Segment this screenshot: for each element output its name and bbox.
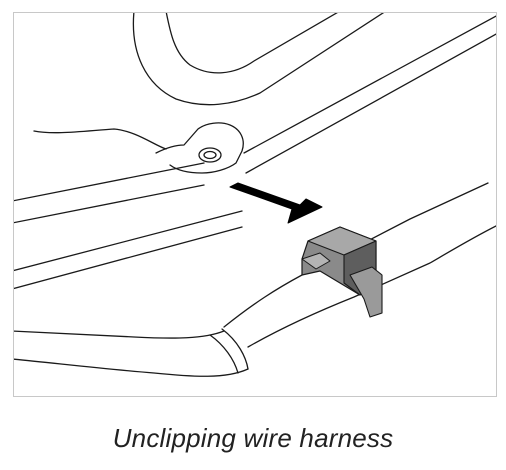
arrow-icon xyxy=(229,182,323,224)
figure-caption: Unclipping wire harness xyxy=(112,423,394,453)
illustration-frame xyxy=(13,12,497,397)
housing-outline xyxy=(33,13,385,150)
harness-connector xyxy=(301,226,383,318)
mounting-tab xyxy=(155,122,244,174)
lower-tube-frame xyxy=(14,182,496,377)
wire-harness-illustration xyxy=(14,13,496,377)
mounting-hole xyxy=(198,147,222,163)
frame-rails xyxy=(14,15,496,290)
